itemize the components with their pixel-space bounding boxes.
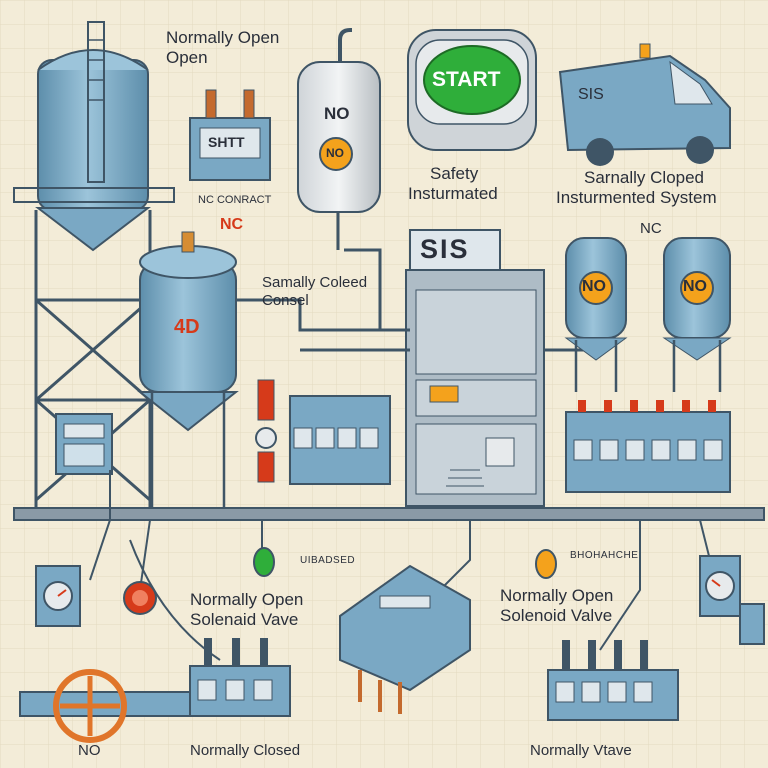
label-nc-right: NC [640, 220, 662, 237]
label-normally-open-top-2: Open [166, 48, 208, 67]
no-gas-tank [297, 28, 381, 250]
label-normally-vtave-bottom: Normally Vtave [530, 742, 632, 759]
green-indicator [253, 547, 275, 577]
middle-indicator-valve [255, 379, 277, 483]
ground-beam [13, 507, 765, 521]
terminal-block-middle [289, 395, 391, 485]
right-tank-1 [564, 237, 628, 392]
label-safety: Safety [430, 164, 479, 183]
label-samally-coleed: Samally Coleed [262, 274, 368, 291]
label-no-solenoid-left: Normally Open [190, 590, 304, 609]
label-no-solenoid-right: Normally Open [500, 586, 614, 605]
label-insturmated: Insturmated [408, 184, 498, 203]
label-tank-badge: 4D [174, 316, 200, 338]
sis-cabinet [405, 229, 545, 507]
label-tank-no-1: NO [582, 278, 606, 295]
solenoid-block[interactable] [339, 564, 471, 714]
right-tank-2 [662, 237, 732, 392]
label-sis-cabinet: SIS [420, 234, 470, 264]
label-switch-plate: SHTT [208, 134, 245, 150]
label-nc-red: NC [220, 216, 244, 233]
start-button[interactable] [407, 29, 537, 151]
left-control-box [55, 413, 113, 475]
label-samally-cloped: Sarnally Cloped [584, 168, 705, 187]
label-tank-no-2: NO [683, 278, 707, 295]
label-consel: Consel [262, 292, 309, 309]
middle-tank [137, 231, 239, 508]
contact-switch-box [189, 89, 271, 181]
bottom-right-gauge [699, 555, 741, 617]
bottom-left-gauge [35, 565, 81, 627]
start-button-label[interactable]: START [432, 68, 501, 91]
label-no-tank: NO [324, 104, 350, 123]
label-instrumented-system: Insturmented System [556, 188, 717, 207]
label-no-solenoid-left-2: Solenaid Vave [190, 610, 299, 629]
label-normally-closed-bottom: Normally Closed [190, 742, 301, 759]
handwheel-valve[interactable] [19, 669, 191, 743]
terminal-block-right [565, 400, 731, 493]
bottom-right-small-gauge [739, 603, 765, 645]
label-no-tank-badge: NO [326, 146, 344, 160]
terminal-block-bottom-right [547, 640, 679, 721]
label-no-bottom-left: NO [78, 742, 101, 759]
label-normally-open-top: Normally Open [166, 28, 280, 47]
label-small-left: UIBADSED [300, 555, 356, 566]
left-silo-tower [13, 21, 175, 508]
orange-indicator [535, 549, 557, 579]
label-nc-contact: NC CONRACT [198, 194, 272, 206]
label-no-solenoid-right-2: Solenoid Valve [500, 606, 613, 625]
red-indicator-left [123, 581, 157, 615]
sis-truck [558, 43, 731, 166]
label-sis-truck: SIS [578, 86, 604, 103]
label-small-right: BHOHAHCHE [570, 550, 639, 561]
terminal-block-bottom-left [189, 638, 291, 717]
